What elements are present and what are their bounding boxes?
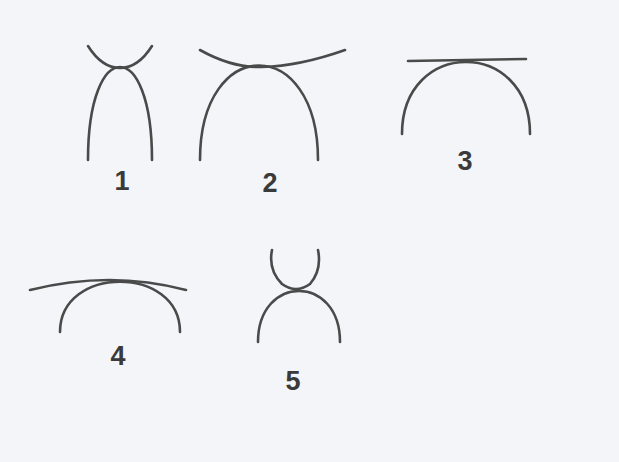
callout-number: 4	[110, 343, 125, 370]
arch-curve	[258, 291, 340, 342]
callout-number: 5	[285, 368, 300, 395]
arch-curve	[402, 62, 530, 134]
top-line	[30, 280, 186, 290]
top-line	[271, 250, 319, 289]
callout-number: 1	[114, 168, 129, 195]
arch-curve	[200, 66, 318, 161]
top-line	[408, 59, 526, 61]
top-line	[88, 46, 152, 68]
callout-number: 3	[457, 148, 472, 175]
callout-number: 2	[262, 170, 277, 197]
top-line	[200, 50, 345, 67]
arch-curve	[88, 67, 152, 160]
arch-curve	[60, 282, 180, 332]
